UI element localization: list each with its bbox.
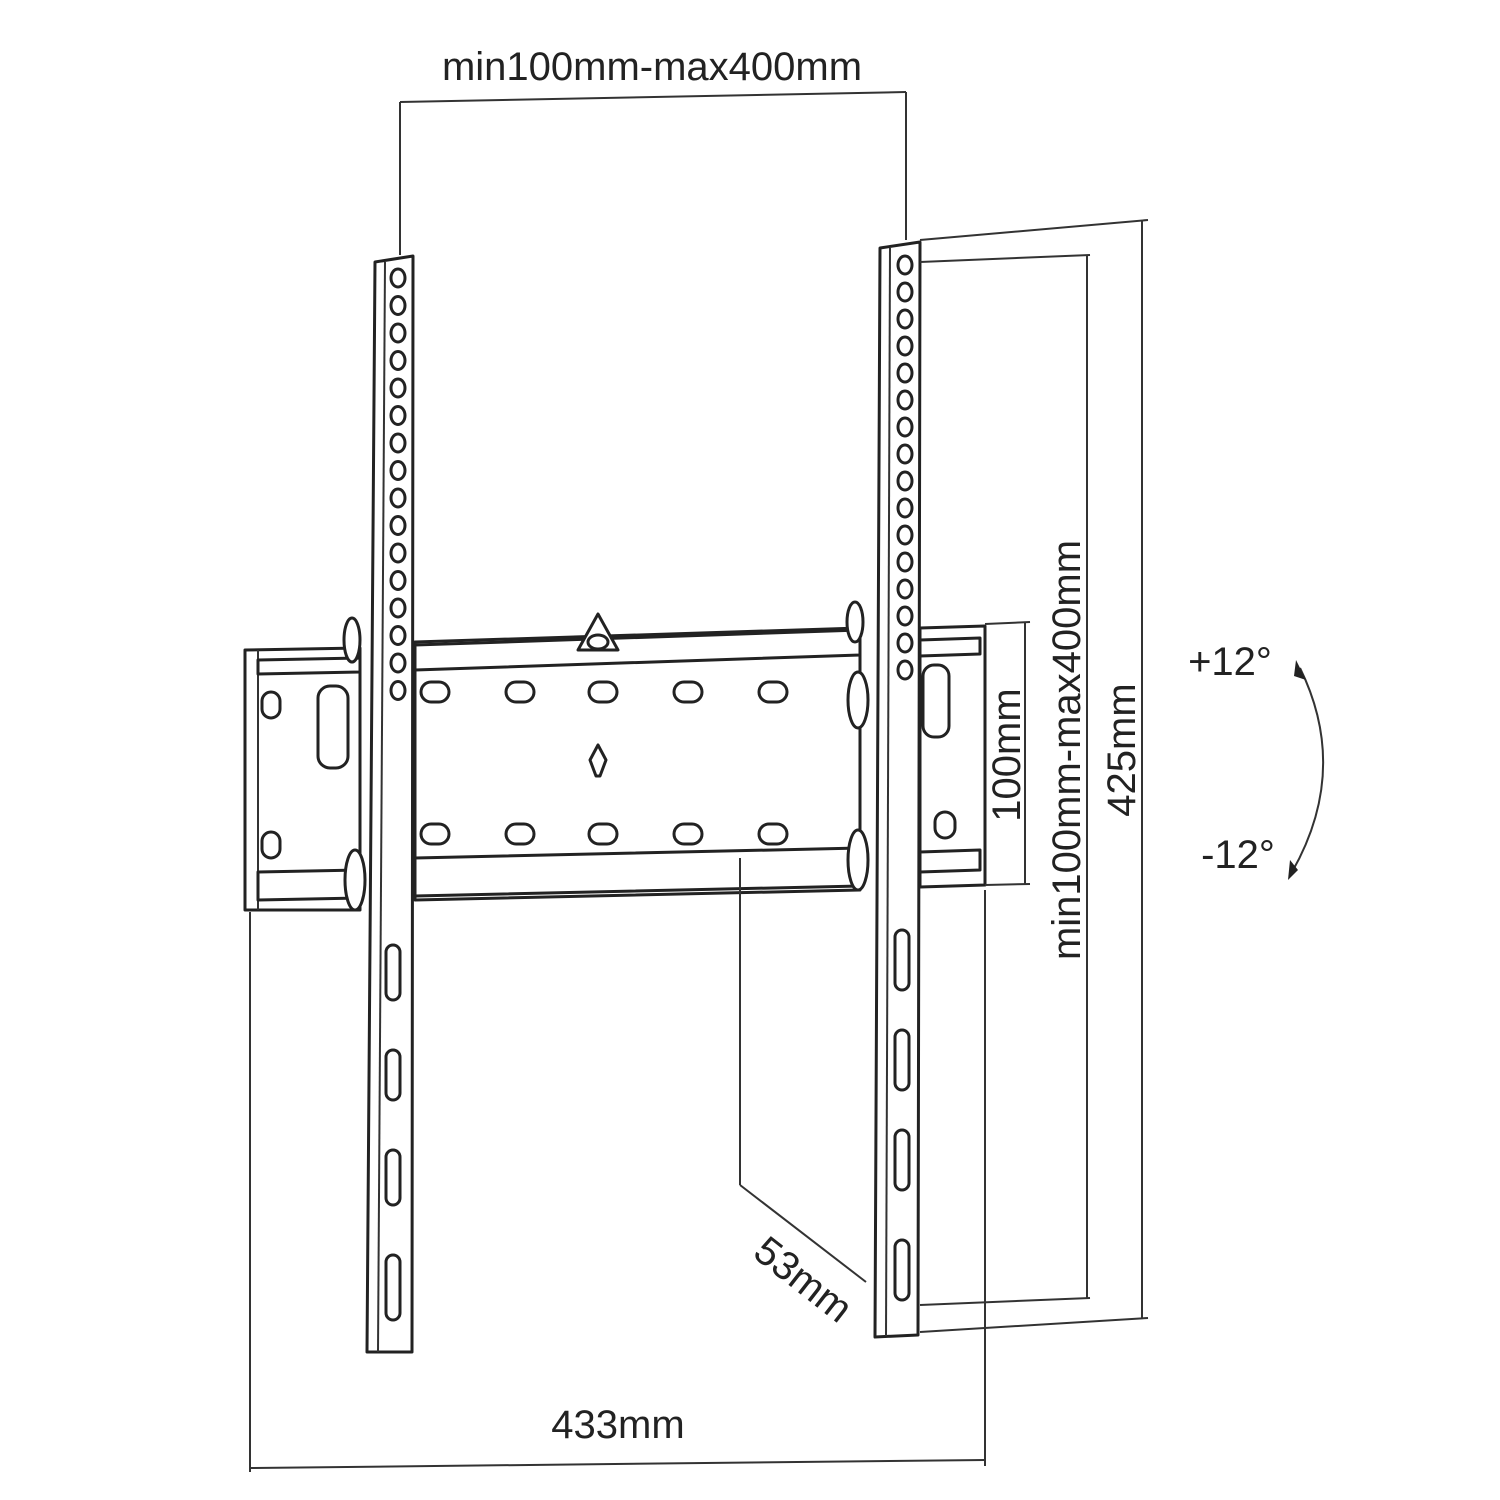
- mount-hole: [896, 497, 914, 519]
- mount-hole: [389, 460, 407, 481]
- top-width-dimension: min100mm-max400mm: [399, 45, 907, 255]
- wall-plate: [243, 600, 987, 912]
- mount-slot: [384, 1253, 402, 1322]
- plate-hole: [757, 680, 789, 704]
- mount-slot: [893, 1028, 911, 1092]
- depth-dimension: 53mm: [739, 858, 867, 1331]
- mount-hole: [896, 605, 914, 627]
- total-height-dimension: 425mm: [919, 219, 1149, 1333]
- total-height-label: 425mm: [1100, 683, 1144, 816]
- mount-hole: [389, 542, 407, 564]
- mount-hole: [896, 659, 914, 681]
- mount-hole: [896, 308, 914, 330]
- total-width-label: 433mm: [551, 1403, 684, 1447]
- mount-hole: [896, 389, 914, 411]
- mount-hole: [896, 524, 914, 546]
- top-width-label: min100mm-max400mm: [442, 45, 862, 89]
- tilt-down-label: -12°: [1201, 833, 1275, 877]
- tilt-up-label: +12°: [1188, 640, 1272, 684]
- mount-hole: [389, 377, 407, 399]
- total-width-dimension: 433mm: [249, 890, 986, 1472]
- tilt-knob-right: [921, 663, 951, 739]
- arrow-down-icon: [1288, 860, 1298, 880]
- mount-hole: [896, 254, 914, 276]
- mount-hole: [896, 281, 914, 303]
- plate-hole: [587, 822, 619, 846]
- plate-height-label: 100mm: [985, 688, 1029, 821]
- vertical-arm-right: [873, 240, 922, 1339]
- plate-hole: [757, 822, 789, 846]
- mount-hole: [389, 597, 407, 619]
- mount-hole: [389, 350, 407, 371]
- mount-hole: [896, 362, 914, 384]
- mount-hole: [896, 443, 914, 465]
- plate-hole: [587, 680, 619, 704]
- arrow-up-icon: [1294, 660, 1306, 680]
- mount-slot: [893, 1238, 911, 1302]
- plate-height-dimension: 100mm: [984, 621, 1031, 886]
- mount-hole: [896, 335, 914, 357]
- mount-hole: [389, 322, 407, 344]
- vertical-range-label: min100mm-max400mm: [1045, 540, 1089, 960]
- mount-slot: [384, 1148, 402, 1207]
- mount-hole: [896, 416, 914, 438]
- mount-hole: [389, 432, 407, 454]
- mount-hole: [389, 267, 407, 289]
- vertical-arm-left: [365, 254, 415, 1354]
- mount-hole: [389, 570, 407, 591]
- tilt-indicator: +12° -12°: [1188, 640, 1325, 880]
- vertical-range-dimension: min100mm-max400mm: [919, 254, 1091, 1306]
- plate-hole: [504, 680, 536, 704]
- plate-hole: [672, 680, 704, 704]
- mount-hole: [896, 551, 914, 573]
- plate-hole: [419, 822, 451, 846]
- mount-hole: [389, 295, 407, 316]
- mount-hole: [896, 470, 914, 492]
- mount-hole: [896, 632, 914, 654]
- mount-slot: [893, 1128, 911, 1192]
- mount-hole: [389, 625, 407, 646]
- mount-hole: [389, 680, 407, 701]
- mount-hole: [896, 578, 914, 600]
- depth-label: 53mm: [746, 1228, 861, 1331]
- plate-hole: [419, 680, 451, 704]
- mount-slot: [893, 928, 911, 992]
- mount-hole: [389, 487, 407, 509]
- mount-hole: [389, 652, 407, 674]
- mount-slot: [384, 943, 402, 1002]
- mount-hole: [389, 515, 407, 536]
- tilt-knob-left: [316, 684, 350, 770]
- plate-hole: [672, 822, 704, 846]
- center-marker-icon: [588, 743, 608, 778]
- mount-hole: [389, 405, 407, 426]
- plate-hole: [504, 822, 536, 846]
- mount-slot: [384, 1048, 402, 1102]
